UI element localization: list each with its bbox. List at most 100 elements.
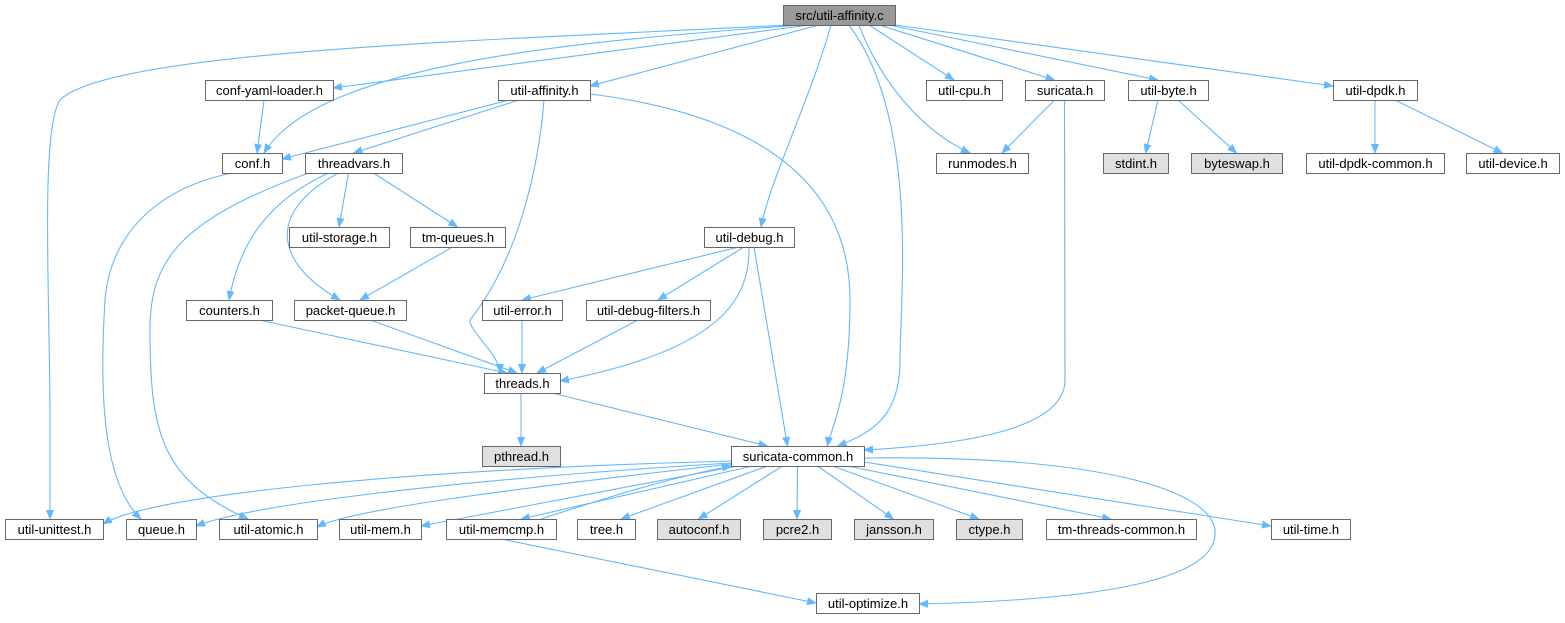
node-box (294, 300, 407, 321)
node-debug-filters[interactable]: util-debug-filters.h (586, 300, 711, 321)
edge-tm_queues-to-packet_queue (359, 246, 453, 301)
node-tm-queues[interactable]: tm-queues.h (410, 227, 506, 248)
edge-root-to-conf_h (263, 24, 800, 154)
edge-sc_common-to-tm_threads_common (847, 465, 1112, 522)
node-packet-queue[interactable]: packet-queue.h (294, 300, 407, 321)
node-conf-yaml[interactable]: conf-yaml-loader.h (205, 80, 334, 101)
node-label: threads.h (495, 376, 549, 391)
node-box (731, 446, 865, 467)
node-memcmp[interactable]: util-memcmp.h (446, 519, 557, 540)
edge-sc_common-to-autoconf (697, 465, 783, 520)
node-optimize[interactable]: util-optimize.h (816, 593, 920, 614)
node-label: util-mem.h (350, 522, 411, 537)
node-util-error[interactable]: util-error.h (482, 300, 563, 321)
node-pcre2[interactable]: pcre2.h (763, 519, 832, 540)
node-box (854, 519, 934, 540)
node-util-byte[interactable]: util-byte.h (1128, 80, 1209, 101)
node-label: counters.h (199, 303, 260, 318)
node-box (763, 519, 832, 540)
node-util-dpdk[interactable]: util-dpdk.h (1333, 80, 1418, 101)
node-box (926, 80, 1003, 101)
node-util-storage[interactable]: util-storage.h (289, 227, 390, 248)
node-pthread[interactable]: pthread.h (482, 446, 561, 467)
edge-sc_common-to-unittest (102, 460, 732, 525)
node-counters[interactable]: counters.h (186, 300, 273, 321)
node-label: util-time.h (1283, 522, 1339, 537)
node-util-time[interactable]: util-time.h (1271, 519, 1351, 540)
node-box (1128, 80, 1209, 101)
node-box (816, 593, 920, 614)
node-label: conf-yaml-loader.h (216, 83, 323, 98)
node-box (1271, 519, 1351, 540)
node-box (1191, 153, 1283, 174)
edge-util_byte-to-stdint (1143, 99, 1159, 154)
node-tree[interactable]: tree.h (577, 519, 636, 540)
node-label: pthread.h (494, 449, 549, 464)
node-jansson[interactable]: jansson.h (854, 519, 934, 540)
node-label: util-byte.h (1140, 83, 1196, 98)
edge-root-to-util_debug (758, 24, 832, 228)
node-label: util-dpdk.h (1346, 83, 1406, 98)
node-threadvars[interactable]: threadvars.h (305, 153, 403, 174)
node-box (219, 519, 318, 540)
node-atomic[interactable]: util-atomic.h (219, 519, 318, 540)
node-unittest[interactable]: util-unittest.h (5, 519, 104, 540)
node-util-cpu[interactable]: util-cpu.h (926, 80, 1003, 101)
node-box (482, 300, 563, 321)
node-ctype[interactable]: ctype.h (956, 519, 1023, 540)
node-sc-common[interactable]: suricata-common.h (731, 446, 865, 467)
node-threads[interactable]: threads.h (484, 373, 561, 394)
node-box (1333, 80, 1418, 101)
node-label: src/util-affinity.c (795, 8, 884, 23)
node-label: util-error.h (493, 303, 552, 318)
node-box (410, 227, 506, 248)
edge-util_dpdk-to-util_device (1394, 99, 1504, 154)
node-label: packet-queue.h (306, 303, 396, 318)
node-stdint[interactable]: stdint.h (1103, 153, 1169, 174)
edge-root-to-unittest (46, 24, 790, 520)
node-box (482, 446, 561, 467)
edge-root-to-runmodes (858, 24, 971, 154)
node-label: stdint.h (1115, 156, 1157, 171)
node-box (577, 519, 636, 540)
node-suricata-h[interactable]: suricata.h (1025, 80, 1105, 101)
node-box (305, 153, 403, 174)
node-label: autoconf.h (669, 522, 730, 537)
node-box (1466, 153, 1560, 174)
node-dpdk-common[interactable]: util-dpdk-common.h (1306, 153, 1445, 174)
node-conf-h[interactable]: conf.h (222, 153, 283, 174)
edge-root-to-util_dpdk (894, 24, 1334, 89)
edge-threadvars-to-counters (226, 172, 329, 301)
node-box (1103, 153, 1169, 174)
node-root[interactable]: src/util-affinity.c (783, 5, 896, 26)
edge-util_affinity_h-to-threadvars (352, 99, 520, 155)
node-box (586, 300, 711, 321)
node-byteswap[interactable]: byteswap.h (1191, 153, 1283, 174)
nodes-layer: src/util-affinity.c conf-yaml-loader.h uti… (5, 5, 1560, 614)
node-util-affinity-h[interactable]: util-affinity.h (498, 80, 591, 101)
node-label: tree.h (590, 522, 623, 537)
node-box (498, 80, 591, 101)
edge-util_byte-to-byteswap (1177, 99, 1238, 154)
node-box (936, 153, 1029, 174)
edge-counters-to-threads (258, 319, 508, 376)
edge-root-to-util_cpu (868, 24, 955, 81)
node-label: threadvars.h (318, 156, 390, 171)
node-queue[interactable]: queue.h (126, 519, 197, 540)
node-box (484, 373, 561, 394)
node-box (126, 519, 197, 540)
node-label: pcre2.h (776, 522, 819, 537)
node-box (1046, 519, 1197, 540)
edge-threads-to-sc_common (551, 392, 769, 448)
node-autoconf[interactable]: autoconf.h (657, 519, 741, 540)
edge-sc_common-to-jansson (817, 465, 895, 520)
node-label: suricata-common.h (743, 449, 854, 464)
node-util-mem[interactable]: util-mem.h (339, 519, 422, 540)
node-tm-threads-common[interactable]: tm-threads-common.h (1046, 519, 1197, 540)
node-util-device[interactable]: util-device.h (1466, 153, 1560, 174)
node-runmodes[interactable]: runmodes.h (936, 153, 1029, 174)
edge-util_affinity_h-to-threads (469, 99, 545, 374)
node-box (205, 80, 334, 101)
edge-threadvars-to-packet_queue (286, 172, 341, 301)
node-util-debug[interactable]: util-debug.h (704, 227, 795, 248)
